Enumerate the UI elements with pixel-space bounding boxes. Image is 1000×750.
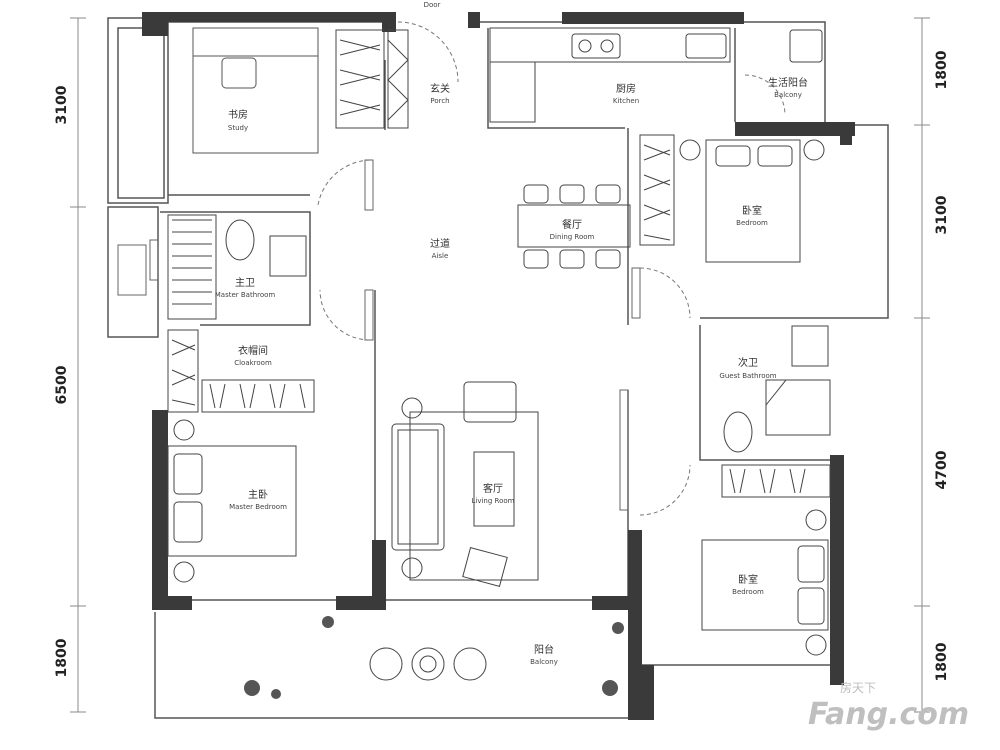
dimension-lines: [70, 17, 930, 713]
label-bedroom-ne-en: Bedroom: [736, 219, 768, 227]
dim-left-1: 3100: [54, 85, 70, 124]
kitchen-counter: [489, 27, 731, 123]
label-cloakroom-en: Cloakroom: [234, 359, 272, 367]
dim-right-3: 4700: [934, 450, 950, 489]
watermark-large: Fang.com: [808, 697, 969, 732]
label-balcony-en: Balcony: [530, 658, 558, 666]
watermark-small: 房天下: [840, 680, 876, 695]
dim-right-2: 3100: [934, 195, 950, 234]
label-porch-en: Porch: [430, 97, 449, 105]
sofa-set: [391, 381, 539, 588]
label-balcony-zh: 阳台: [534, 643, 554, 656]
label-guest-bath-en: Guest Bathroom: [719, 372, 776, 380]
label-porch-zh: 玄关: [430, 82, 450, 95]
label-living-zh: 客厅: [483, 482, 503, 495]
watermark: 房天下 Fang.com: [808, 680, 969, 732]
dining-table: [517, 184, 631, 269]
dim-right-1: 1800: [934, 50, 950, 89]
label-kitchen-zh: 厨房: [616, 82, 636, 95]
label-cloakroom-zh: 衣帽间: [238, 344, 268, 357]
label-bedroom-ne-zh: 卧室: [742, 204, 762, 217]
label-kitchen-en: Kitchen: [613, 97, 639, 105]
label-master-bedroom-zh: 主卧: [248, 488, 268, 501]
label-dining-zh: 餐厅: [562, 218, 582, 231]
label-aisle-zh: 过道: [430, 237, 450, 250]
label-dining-en: Dining Room: [550, 233, 595, 241]
bed-bedroom-se: [701, 509, 829, 656]
wardrobe-bedroom-se: [721, 464, 831, 498]
label-aisle-en: Aisle: [432, 252, 449, 260]
windows: [117, 159, 641, 511]
label-master-bath-en: Master Bathroom: [215, 291, 276, 299]
label-service-balcony-en: Balcony: [774, 91, 802, 99]
wardrobe-study: [335, 29, 409, 129]
label-living-en: Living Room: [472, 497, 515, 505]
bed-master: [167, 419, 297, 583]
structural-walls: [142, 12, 855, 720]
door-swings: [317, 21, 786, 516]
label-master-bedroom-en: Master Bedroom: [229, 503, 287, 511]
wardrobe-bedroom-ne: [639, 134, 675, 246]
washing-machine: [789, 29, 823, 63]
dim-right-4: 1800: [934, 642, 950, 681]
label-study-en: Study: [228, 124, 248, 132]
balcony-plants: [244, 616, 624, 699]
dim-left-2: 6500: [54, 365, 70, 404]
outline-walls: [107, 17, 889, 719]
dim-left-3: 1800: [54, 638, 70, 677]
balcony-chairs: [369, 647, 487, 681]
master-bathroom-fixtures: [167, 214, 307, 320]
label-bedroom-se-en: Bedroom: [732, 588, 764, 596]
label-bedroom-se-zh: 卧室: [738, 573, 758, 586]
guest-bathroom-fixtures: [723, 325, 831, 453]
label-door-en: Door: [424, 1, 441, 9]
room-labels: Door 玄关 Porch 书房 Study 厨房 Kitchen 生活阳台 B…: [215, 1, 808, 666]
label-guest-bath-zh: 次卫: [738, 356, 758, 369]
label-study-zh: 书房: [228, 108, 248, 121]
study-desk: [192, 27, 319, 154]
wardrobe-cloakroom: [167, 329, 315, 413]
label-service-balcony-zh: 生活阳台: [768, 76, 808, 89]
bed-bedroom-ne: [679, 139, 825, 263]
label-master-bath-zh: 主卫: [235, 277, 255, 289]
